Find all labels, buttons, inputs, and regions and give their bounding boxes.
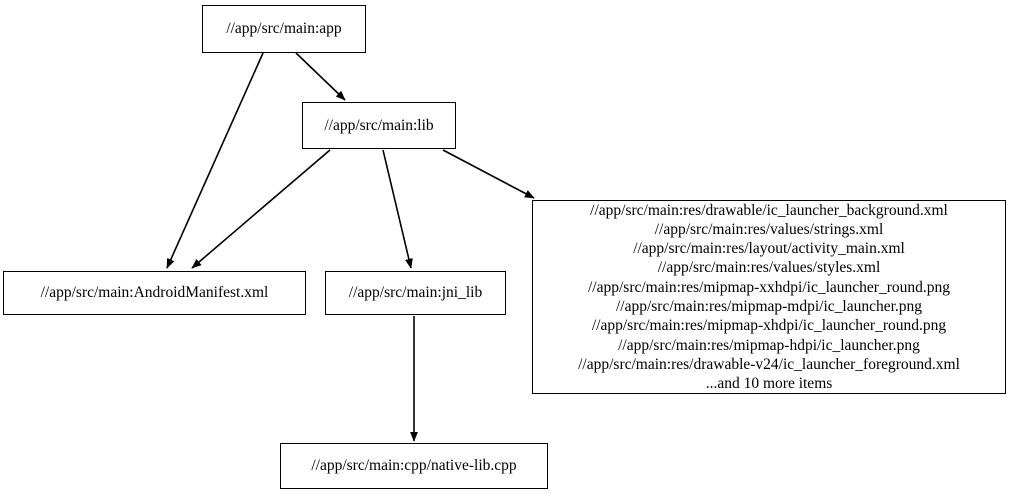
node-lib[interactable]: //app/src/main:lib [302, 102, 456, 149]
node-resources-group[interactable]: //app/src/main:res/drawable/ic_launcher_… [532, 200, 1006, 394]
node-jni-lib[interactable]: //app/src/main:jni_lib [325, 271, 506, 315]
node-app[interactable]: //app/src/main:app [202, 5, 366, 53]
node-android-manifest-label: //app/src/main:AndroidManifest.xml [40, 284, 269, 302]
node-app-label: //app/src/main:app [226, 20, 342, 38]
edge-app-to-manifest [166, 52, 264, 269]
edge-lib-to-jni-lib [382, 149, 413, 269]
edge-lib-to-manifest [191, 149, 331, 269]
node-native-lib-label: //app/src/main:cpp/native-lib.cpp [311, 457, 517, 475]
node-android-manifest[interactable]: //app/src/main:AndroidManifest.xml [3, 271, 306, 315]
node-resources-group-label: //app/src/main:res/drawable/ic_launcher_… [578, 201, 960, 393]
node-native-lib[interactable]: //app/src/main:cpp/native-lib.cpp [280, 443, 548, 489]
edge-lib-to-resources [442, 149, 535, 199]
node-jni-lib-label: //app/src/main:jni_lib [348, 284, 483, 302]
edge-app-to-lib [295, 52, 346, 101]
node-lib-label: //app/src/main:lib [324, 116, 434, 134]
